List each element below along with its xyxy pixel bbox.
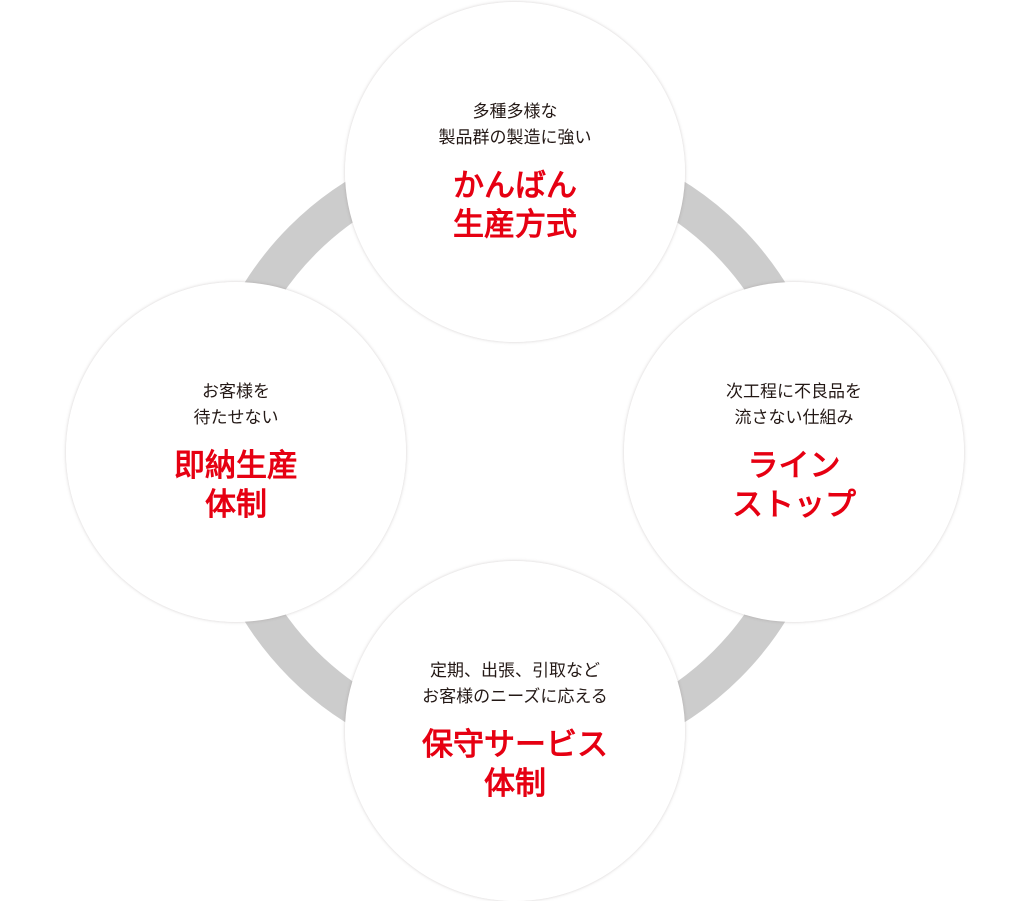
- node-maintenance-service-title-line2: 体制: [484, 766, 546, 802]
- node-quick-delivery-description-line2: 待たせない: [193, 408, 279, 428]
- node-kanban-title-line1: かんばん: [453, 168, 577, 204]
- node-line-stop-description-line2: 流さない仕組み: [734, 408, 854, 428]
- node-kanban: 多種多様な 製品群の製造に強い かんばん 生産方式: [345, 2, 685, 342]
- node-quick-delivery: お客様を 待たせない 即納生産 体制: [66, 282, 406, 622]
- node-maintenance-service-title: 保守サービス 体制: [422, 726, 608, 804]
- node-kanban-title: かんばん 生産方式: [453, 167, 577, 245]
- node-maintenance-service-description-line2: お客様のニーズに応える: [422, 687, 608, 707]
- node-kanban-title-line2: 生産方式: [453, 207, 577, 243]
- node-line-stop-title: ライン ストップ: [732, 447, 856, 525]
- node-quick-delivery-title-line2: 体制: [205, 487, 267, 523]
- node-line-stop-description-line1: 次工程に不良品を: [726, 382, 862, 402]
- node-line-stop: 次工程に不良品を 流さない仕組み ライン ストップ: [624, 282, 964, 622]
- node-kanban-description-line1: 多種多様な: [472, 102, 558, 122]
- node-kanban-description-line2: 製品群の製造に強い: [438, 128, 592, 148]
- node-maintenance-service: 定期、出張、引取など お客様のニーズに応える 保守サービス 体制: [345, 561, 685, 901]
- node-quick-delivery-title-line1: 即納生産: [174, 448, 298, 484]
- node-quick-delivery-description-line1: お客様を: [202, 382, 270, 402]
- node-line-stop-title-line2: ストップ: [732, 487, 856, 523]
- node-line-stop-title-line1: ライン: [747, 448, 841, 484]
- node-quick-delivery-title: 即納生産 体制: [174, 447, 298, 525]
- node-maintenance-service-title-line1: 保守サービス: [422, 727, 608, 763]
- node-maintenance-service-description-line1: 定期、出張、引取など: [430, 661, 600, 681]
